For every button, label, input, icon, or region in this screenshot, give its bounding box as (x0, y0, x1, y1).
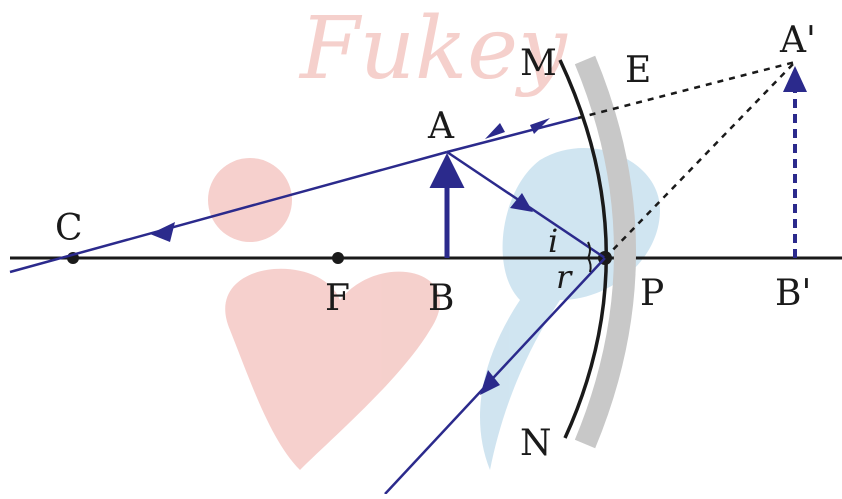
point-f (332, 252, 344, 264)
image-arrowhead (783, 66, 807, 92)
label-c: C (55, 208, 83, 249)
watermark-heart (225, 268, 441, 470)
ray-p-reflected (384, 257, 606, 495)
label-m: M (520, 43, 557, 84)
ray-a-to-c (9, 150, 448, 274)
angle-arc-r (587, 257, 592, 273)
watermark-head (208, 158, 292, 242)
angle-arc-i (587, 241, 591, 259)
label-b: B (428, 278, 454, 319)
mirror-surface (558, 59, 609, 439)
ray-arrowhead-2 (485, 123, 505, 139)
label-b-image: B' (775, 273, 811, 314)
dashed-ray-e-to-a-image (577, 60, 796, 120)
label-p: P (640, 273, 664, 314)
label-angle-r: r (556, 258, 573, 296)
watermark-drop (480, 148, 660, 470)
label-a: A (427, 106, 455, 147)
ray-a-to-e (446, 116, 579, 154)
label-n: N (520, 423, 552, 464)
dashed-ray-p-to-a-image (604, 61, 796, 259)
label-f: F (325, 278, 350, 319)
label-angle-i: i (548, 222, 558, 260)
ray-arrowhead-4 (510, 193, 533, 212)
watermark-text: Fukey (298, 0, 568, 99)
label-e: E (625, 50, 651, 91)
ray-arrowhead-1 (530, 118, 550, 134)
label-a-image: A' (779, 20, 816, 61)
ray-arrowhead-3 (150, 222, 175, 242)
ray-arrowhead-5 (480, 370, 500, 395)
